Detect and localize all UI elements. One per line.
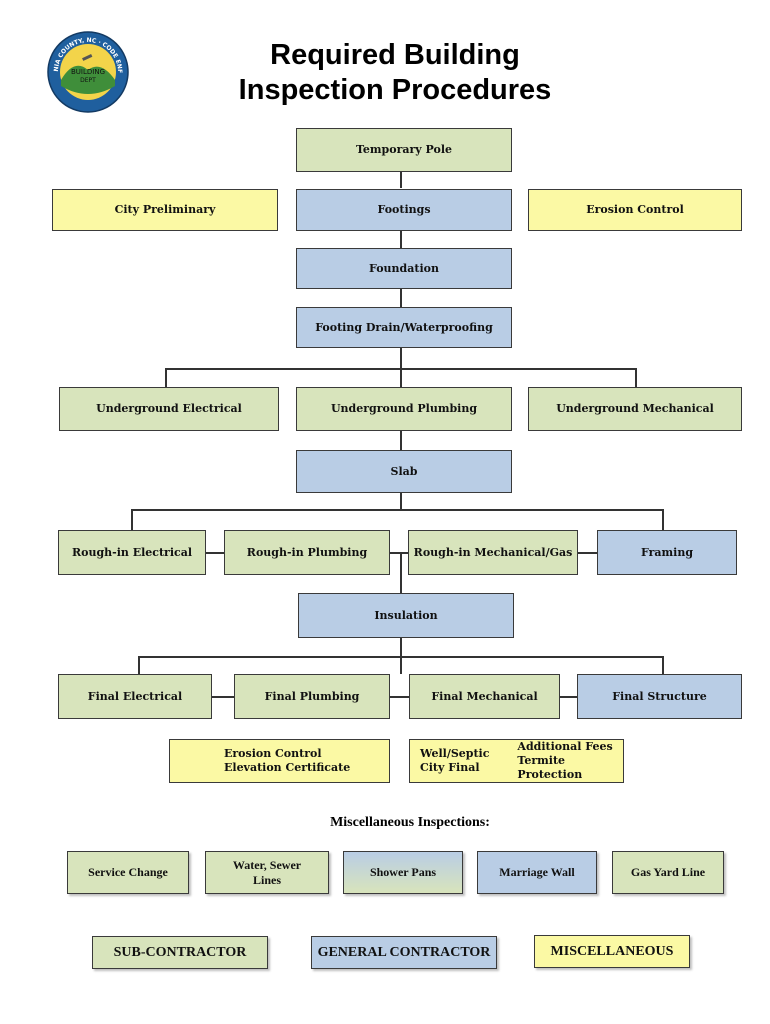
connector bbox=[400, 430, 402, 450]
box-temporary-pole: Temporary Pole bbox=[296, 128, 512, 172]
box-final-electrical: Final Electrical bbox=[58, 674, 212, 719]
connector bbox=[131, 509, 663, 511]
erosion-control-final-label: Erosion Control bbox=[224, 747, 322, 761]
connector bbox=[662, 509, 664, 530]
box-city-preliminary: City Preliminary bbox=[52, 189, 278, 231]
connector bbox=[560, 696, 577, 698]
box-service-change: Service Change bbox=[67, 851, 189, 894]
box-roughin-mechanical-gas: Rough-in Mechanical/Gas bbox=[408, 530, 578, 575]
elevation-certificate-label: Elevation Certificate bbox=[224, 761, 351, 774]
connector bbox=[400, 637, 402, 657]
well-septic-label: Well/Septic bbox=[420, 747, 490, 761]
box-roughin-electrical: Rough-in Electrical bbox=[58, 530, 206, 575]
connector bbox=[131, 509, 133, 530]
county-seal-logo: BUILDING DEPT TRANSYLVANIA COUNTY, NC · … bbox=[46, 30, 129, 113]
box-final-mechanical: Final Mechanical bbox=[409, 674, 560, 719]
connector bbox=[635, 368, 637, 387]
page-title-line-1: Required Building bbox=[270, 39, 520, 71]
connector bbox=[400, 347, 402, 387]
connector bbox=[165, 368, 167, 387]
connector bbox=[578, 552, 597, 554]
box-erosion-control: Erosion Control bbox=[528, 189, 742, 231]
connector bbox=[400, 492, 402, 510]
box-final-structure: Final Structure bbox=[577, 674, 742, 719]
box-water-sewer-lines: Water, Sewer Lines bbox=[205, 851, 329, 894]
box-foundation: Foundation bbox=[296, 248, 512, 289]
legend-miscellaneous: MISCELLANEOUS bbox=[534, 935, 690, 968]
box-footing-drain-waterproofing: Footing Drain/Waterproofing bbox=[296, 307, 512, 348]
connector bbox=[206, 552, 224, 554]
box-final-plumbing: Final Plumbing bbox=[234, 674, 390, 719]
seal-center-text-1: BUILDING bbox=[71, 68, 105, 76]
connector bbox=[212, 696, 234, 698]
box-final-misc: Well/Septic City Final Additional Fees T… bbox=[409, 739, 624, 783]
city-final-label: City Final bbox=[420, 761, 480, 774]
connector bbox=[390, 696, 409, 698]
connector bbox=[400, 656, 402, 674]
connector bbox=[400, 552, 402, 593]
connector bbox=[390, 552, 408, 554]
box-underground-electrical: Underground Electrical bbox=[59, 387, 279, 431]
box-marriage-wall: Marriage Wall bbox=[477, 851, 597, 894]
box-framing: Framing bbox=[597, 530, 737, 575]
connector bbox=[400, 171, 402, 188]
box-erosion-elevation: Erosion Control Elevation Certificate bbox=[169, 739, 390, 783]
box-slab: Slab bbox=[296, 450, 512, 493]
legend-general-contractor: GENERAL CONTRACTOR bbox=[311, 936, 497, 969]
connector bbox=[138, 656, 140, 674]
seal-center-text-2: DEPT bbox=[80, 77, 96, 84]
box-insulation: Insulation bbox=[298, 593, 514, 638]
connector bbox=[400, 289, 402, 307]
box-underground-plumbing: Underground Plumbing bbox=[296, 387, 512, 431]
box-gas-yard-line: Gas Yard Line bbox=[612, 851, 724, 894]
connector bbox=[165, 368, 636, 370]
additional-fees-label: Additional Fees bbox=[517, 740, 613, 754]
box-shower-pans: Shower Pans bbox=[343, 851, 463, 894]
box-footings: Footings bbox=[296, 189, 512, 231]
misc-inspections-heading: Miscellaneous Inspections: bbox=[330, 815, 490, 830]
box-underground-mechanical: Underground Mechanical bbox=[528, 387, 742, 431]
termite-protection-label: Termite Protection bbox=[517, 754, 583, 781]
box-roughin-plumbing: Rough-in Plumbing bbox=[224, 530, 390, 575]
legend-sub-contractor: SUB-CONTRACTOR bbox=[92, 936, 268, 969]
page-title-line-2: Inspection Procedures bbox=[238, 74, 552, 106]
connector bbox=[400, 230, 402, 248]
connector bbox=[662, 656, 664, 674]
